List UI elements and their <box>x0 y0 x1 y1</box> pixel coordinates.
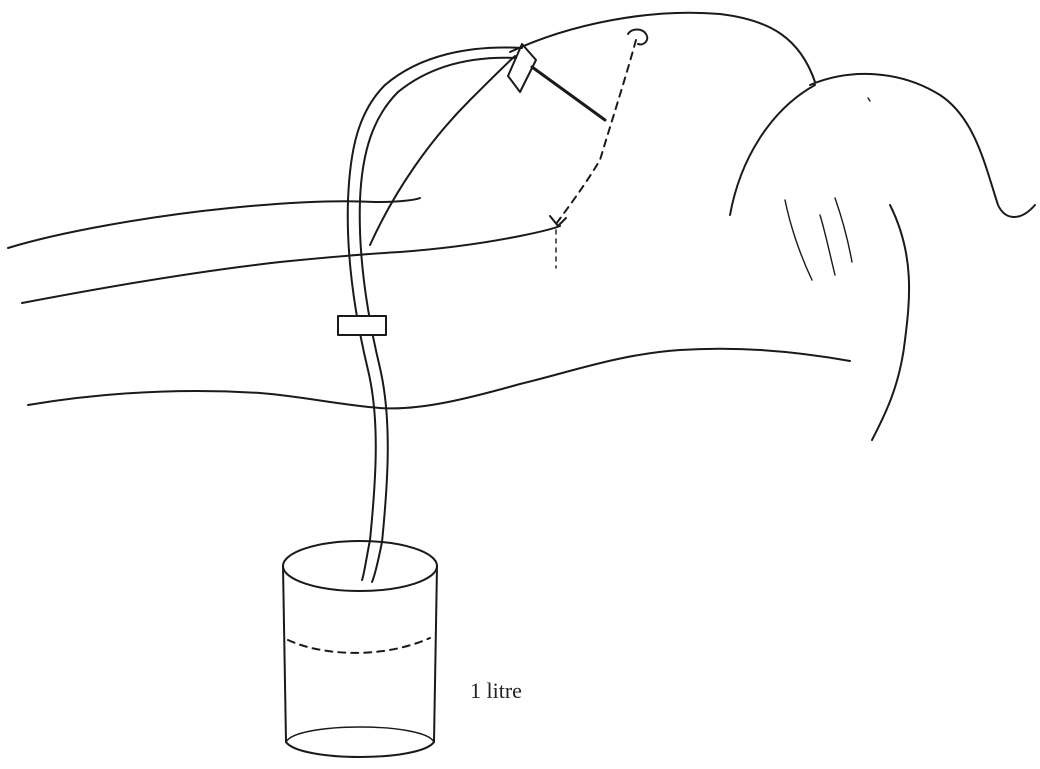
incision-marker-top <box>628 30 647 45</box>
incision-path <box>556 40 636 224</box>
tube-clamp <box>338 316 386 335</box>
pelvis-curve <box>872 205 909 440</box>
container-bottom <box>286 742 434 757</box>
container-bottom-back <box>286 727 434 742</box>
abdomen-outline <box>510 13 815 82</box>
back-curve <box>730 85 815 215</box>
skin-fold-3 <box>835 198 852 262</box>
volume-label: 1 litre <box>470 678 522 704</box>
trocar-needle <box>532 67 605 120</box>
body-middle-contour <box>22 226 560 303</box>
skin-fold-1 <box>785 200 812 280</box>
body-upper-contour <box>8 198 420 248</box>
container-rim <box>283 541 437 591</box>
hip-outline <box>810 74 1035 217</box>
container-left-wall <box>283 566 286 742</box>
fill-level-line <box>288 638 430 653</box>
container-right-wall <box>434 566 437 742</box>
skin-fold-2 <box>820 215 835 275</box>
skin-fold-4 <box>868 98 870 101</box>
body-lower-contour <box>28 349 850 409</box>
flank-line <box>370 56 515 245</box>
